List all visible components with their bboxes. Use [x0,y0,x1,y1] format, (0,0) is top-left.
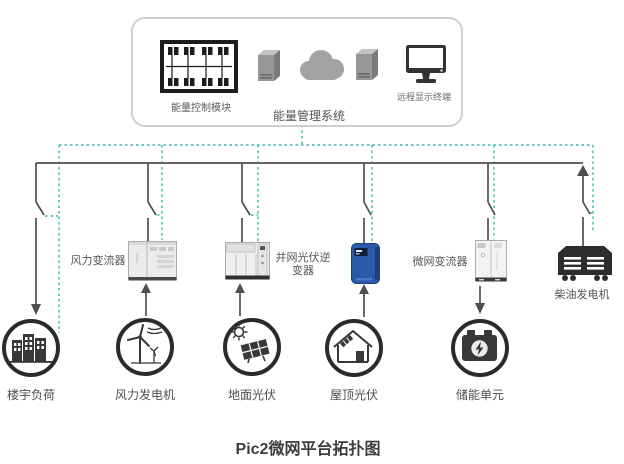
ground-pv-label: 地面光伏 [227,388,277,402]
arrowhead-down-storage [475,303,485,314]
diagram-caption: Pic2微网平台拓扑图 [235,441,381,458]
branch-diesel [582,175,591,246]
rooftop-pv-icon [333,330,373,363]
wind-converter-cabinet-icon [128,241,177,281]
arrowhead-up-rooftop-pv [359,284,369,294]
branch-storage [487,163,496,240]
branch-rooftop-pv [363,163,372,243]
wind-turbine-icon [127,324,163,364]
ems-title: 能量管理系统 [272,109,346,123]
power-lines [35,162,591,317]
building-icon [9,334,53,363]
microgrid-converter-cabinet-icon [475,240,507,282]
node-ground-pv [223,318,281,376]
diesel-generator-label: 柴油发电机 [554,289,610,301]
string-inverter-icon [351,243,380,284]
node-rooftop-pv [325,319,383,377]
server-icon [258,50,280,81]
server-icon [356,49,378,80]
arrowhead-up-diesel [577,165,589,176]
pv-inverter-cabinet-icon [225,242,270,280]
remote-terminal-label: 远程显示终端 [396,92,452,102]
control-module-label: 能量控制模块 [171,103,231,114]
arrowhead-up-wind [141,283,151,293]
branch-ground-pv [241,163,251,242]
cloud-icon [300,50,344,80]
node-building-load [2,319,60,377]
pv-inverter-label: 并网光伏逆变器 [275,252,331,277]
arrowhead-down-load [31,304,41,315]
rooftop-pv-label: 屋顶光伏 [329,388,379,402]
battery-icon [462,330,497,361]
control-module-pattern [166,47,232,86]
branch-load [35,163,45,304]
node-wind-turbine [116,318,174,376]
wind-converter-label: 风力变流器 [70,255,126,267]
storage-unit-label: 储能单元 [455,388,505,402]
wind-turbine-label: 风力发电机 [114,388,176,402]
flow-arrowheads [31,165,589,315]
energy-control-module-icon [160,40,238,93]
microgrid-converter-label: 微网变流器 [412,256,468,268]
arrowhead-up-ground-pv [235,283,245,293]
building-load-label: 楼宇负荷 [6,388,56,402]
monitor-icon [406,45,446,83]
diesel-generator-icon [558,246,612,281]
branch-wind [147,163,157,241]
node-storage-unit [451,319,509,377]
ground-pv-icon [230,323,270,364]
